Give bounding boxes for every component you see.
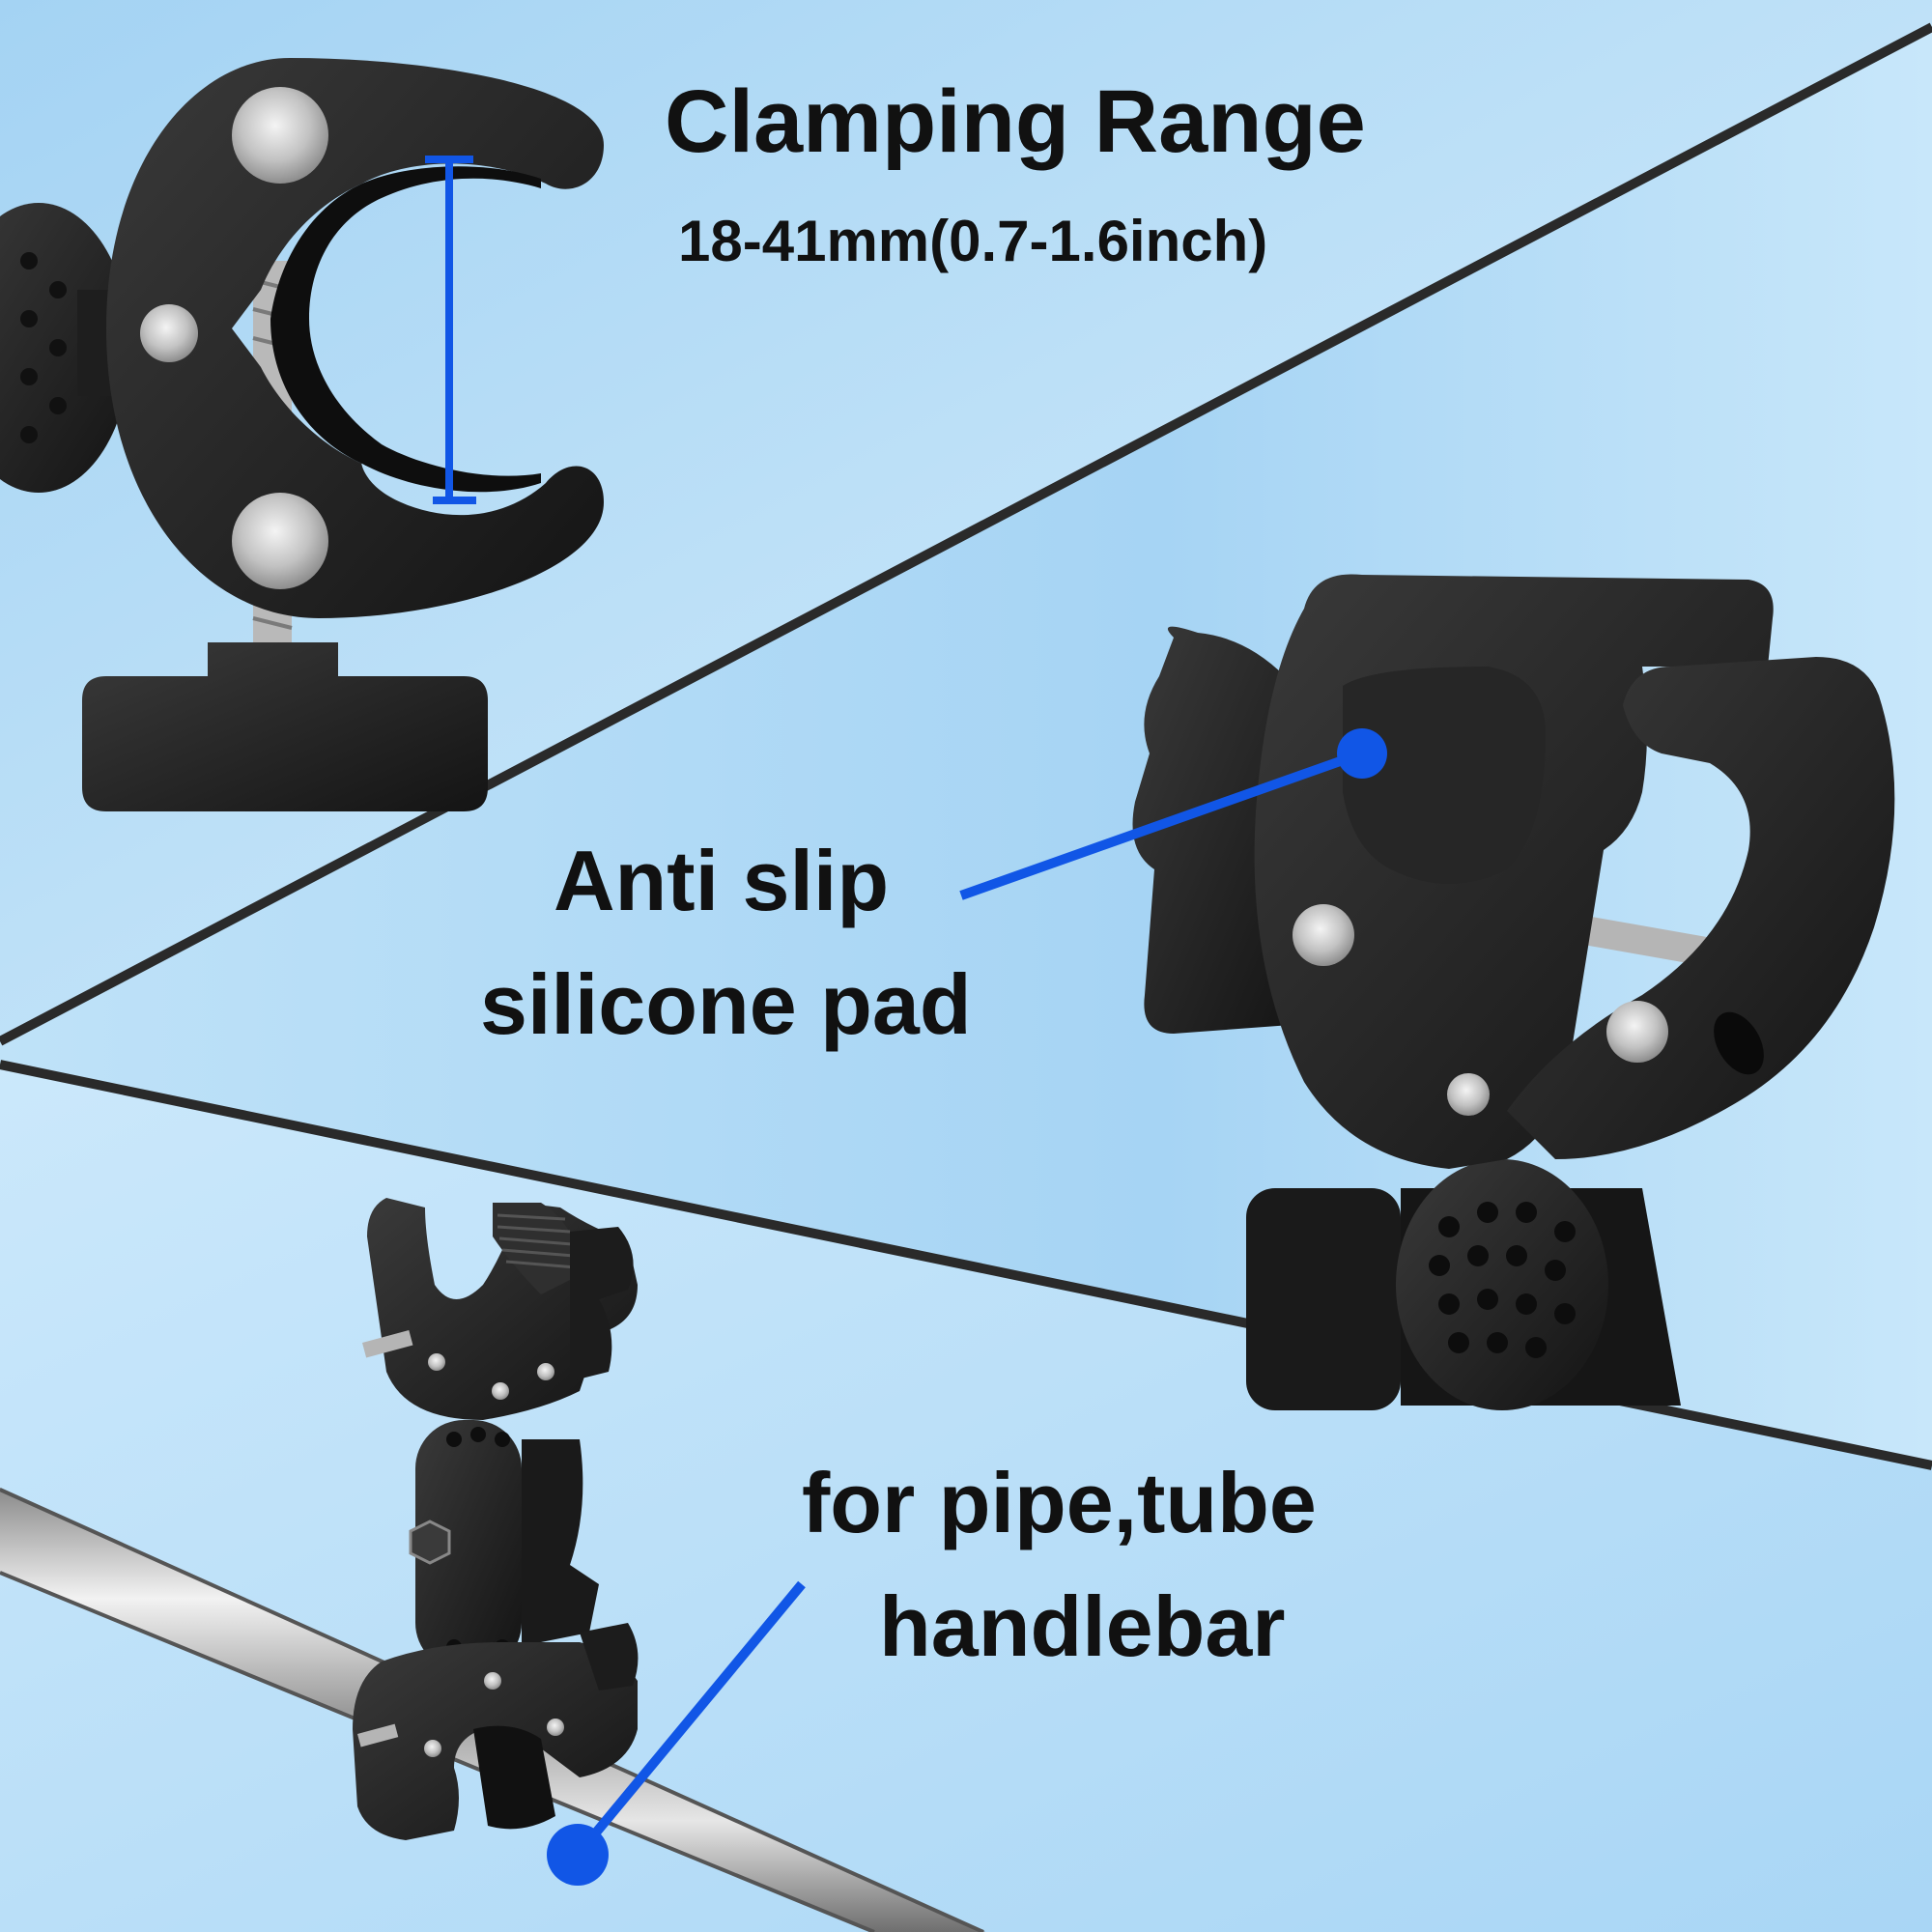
- divider-line: [0, 22, 1932, 1046]
- screw-icon: [1606, 1001, 1668, 1063]
- callout-line: [959, 749, 1364, 900]
- screw-icon: [1293, 904, 1354, 966]
- usage-label-line2: handlebar: [879, 1578, 1286, 1674]
- screw-icon: [424, 1740, 441, 1757]
- handlebar-mount-icon: [0, 1198, 985, 1932]
- c-clamp-icon: [0, 58, 604, 811]
- screw-icon: [547, 1719, 564, 1736]
- screw-icon: [428, 1353, 445, 1371]
- screw-icon: [1447, 1073, 1490, 1116]
- screw-icon: [232, 87, 328, 184]
- screw-icon: [492, 1382, 509, 1400]
- anti-slip-label-line2: silicone pad: [480, 956, 972, 1052]
- anti-slip-label-line1: Anti slip: [554, 833, 890, 928]
- screw-icon: [537, 1363, 554, 1380]
- usage-label-line1: for pipe,tube: [802, 1455, 1317, 1550]
- clamp-front-icon: [959, 574, 1895, 1410]
- callout-dot: [547, 1824, 609, 1886]
- screw-icon: [140, 304, 198, 362]
- callout-line: [574, 1580, 806, 1859]
- callout-dot: [1337, 728, 1387, 779]
- clamping-range-title: Clamping Range: [665, 72, 1366, 171]
- clamping-range-value: 18-41mm(0.7-1.6inch): [678, 209, 1268, 273]
- screw-icon: [232, 493, 328, 589]
- measurement-indicator: [425, 156, 476, 504]
- screw-icon: [484, 1672, 501, 1690]
